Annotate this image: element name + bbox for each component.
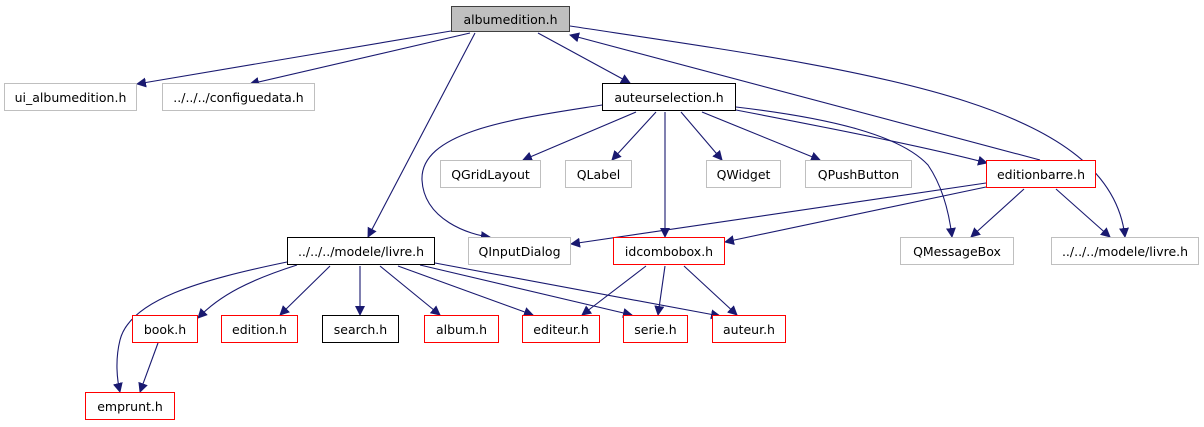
node-emprunt[interactable]: emprunt.h — [85, 392, 175, 420]
node-qlabel: QLabel — [565, 160, 632, 188]
edge-auteurselection-to-qgridlayout — [522, 111, 637, 162]
edge-auteurselection-to-qpushbutton — [701, 111, 821, 162]
node-label: editeur.h — [533, 321, 589, 337]
node-label: QGridLayout — [451, 166, 530, 182]
edge-auteurselection-to-qmessagebox — [735, 106, 956, 238]
node-label: emprunt.h — [97, 398, 163, 414]
node-label: QInputDialog — [478, 243, 561, 259]
node-qgridlayout: QGridLayout — [440, 160, 541, 188]
node-label: QLabel — [576, 166, 621, 182]
edge-livre_doc-to-serie — [419, 264, 633, 318]
node-livre-doc[interactable]: ../../../modele/livre.h — [287, 237, 435, 265]
edge-layer — [112, 25, 1129, 393]
node-label: book.h — [143, 321, 187, 337]
edge-albumedition-to-livre_ext — [569, 25, 1129, 238]
node-label: edition.h — [232, 321, 287, 337]
node-album[interactable]: album.h — [424, 315, 499, 343]
edge-livre_doc-to-editeur — [397, 265, 534, 317]
edge-editionbarre-to-idcombobox — [724, 186, 987, 246]
node-edition[interactable]: edition.h — [221, 315, 298, 343]
node-idcombobox[interactable]: idcombobox.h — [613, 237, 725, 265]
edge-auteurselection-to-qwidget — [680, 111, 723, 161]
edge-auteurselection-to-qlabel — [611, 111, 657, 161]
node-label: editionbarre.h — [996, 166, 1085, 182]
node-label: QWidget — [716, 166, 771, 182]
edge-livre_doc-to-book — [197, 264, 298, 319]
node-qinputdialog: QInputDialog — [468, 237, 571, 265]
node-label: ui_albumedition.h — [14, 89, 127, 105]
node-qpushbutton: QPushButton — [805, 160, 912, 188]
edge-auteurselection-to-qinputdialog — [421, 104, 603, 242]
node-albumedition: albumedition.h — [451, 6, 570, 32]
node-label: album.h — [435, 321, 488, 337]
edge-albumedition-to-ui_albumedition — [136, 30, 452, 88]
edge-albumedition-to-livre_doc — [367, 32, 476, 238]
edge-albumedition-to-auteurselection — [537, 32, 631, 84]
edge-livre_doc-to-edition — [279, 265, 331, 316]
edge-livre_doc-to-auteur — [434, 262, 721, 320]
node-label: ../../../modele/livre.h — [297, 243, 425, 259]
node-configuedata: ../../../configuedata.h — [162, 83, 315, 111]
node-label: ../../../configuedata.h — [173, 89, 304, 105]
edge-editionbarre-to-qinputdialog — [570, 182, 987, 248]
edge-livre_doc-to-album — [379, 265, 441, 316]
node-livre-ext: ../../../modele/livre.h — [1051, 237, 1199, 265]
edge-livre_doc-to-emprunt — [112, 261, 288, 393]
node-editionbarre[interactable]: editionbarre.h — [986, 160, 1096, 188]
edge-idcombobox-to-auteur — [683, 265, 738, 316]
node-label: serie.h — [634, 321, 677, 337]
edge-editionbarre-to-livre_ext — [1055, 188, 1111, 238]
node-book[interactable]: book.h — [132, 315, 198, 343]
node-label: albumedition.h — [463, 11, 558, 27]
node-qmessagebox: QMessageBox — [900, 237, 1014, 265]
node-label: ../../../modele/livre.h — [1061, 243, 1189, 259]
edge-book-to-emprunt — [138, 342, 159, 393]
edge-editionbarre-to-qmessagebox — [970, 188, 1025, 238]
node-serie[interactable]: serie.h — [623, 315, 688, 343]
node-editeur[interactable]: editeur.h — [522, 315, 600, 343]
node-label: idcombobox.h — [624, 243, 714, 259]
node-auteur[interactable]: auteur.h — [712, 315, 786, 343]
edge-editionbarre-to-albumedition — [569, 32, 1041, 161]
edge-idcombobox-to-serie — [654, 265, 666, 316]
edge-auteurselection-to-editionbarre — [735, 109, 988, 166]
node-label: search.h — [333, 321, 388, 337]
node-label: auteurselection.h — [614, 89, 724, 105]
node-label: QPushButton — [817, 166, 900, 182]
node-ui-albumedition: ui_albumedition.h — [4, 83, 137, 111]
edge-albumedition-to-configuedata — [249, 32, 471, 87]
edge-idcombobox-to-editeur — [581, 265, 647, 316]
node-label: QMessageBox — [913, 243, 1001, 259]
node-label: auteur.h — [723, 321, 775, 337]
node-qwidget: QWidget — [706, 160, 781, 188]
node-search[interactable]: search.h — [322, 315, 399, 343]
node-auteurselection[interactable]: auteurselection.h — [602, 83, 736, 111]
